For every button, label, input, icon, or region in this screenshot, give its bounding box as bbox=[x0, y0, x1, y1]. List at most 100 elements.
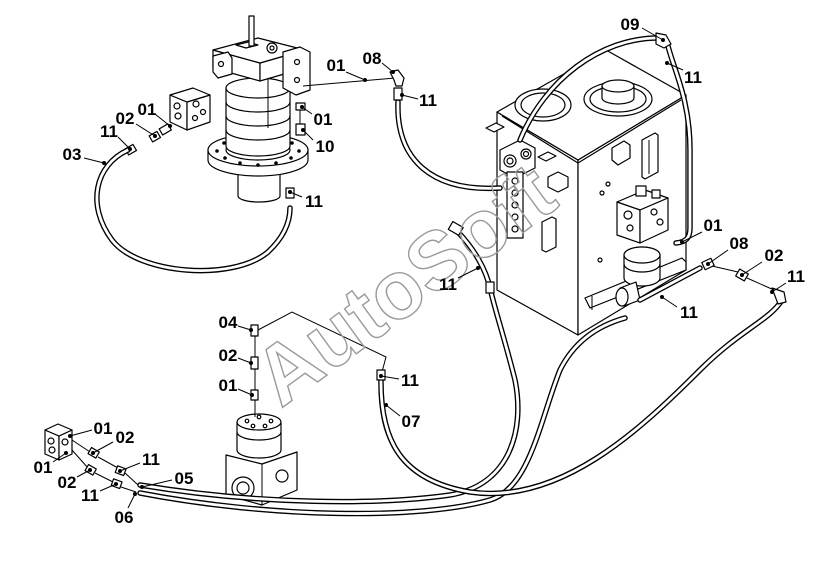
leader-line bbox=[707, 249, 729, 265]
callout-label: 11 bbox=[684, 68, 702, 87]
control-valve bbox=[616, 185, 669, 244]
callout-label: 05 bbox=[175, 469, 194, 488]
port-block bbox=[499, 139, 536, 179]
leader-line bbox=[141, 479, 173, 488]
rotary-motor bbox=[225, 400, 298, 506]
callout-labels: 09 11 01 08 11 01 10 11 01 02 11 03 01 0… bbox=[34, 15, 805, 527]
leader-dot bbox=[64, 451, 68, 455]
callout-label: 01 bbox=[327, 56, 346, 75]
leader-line bbox=[641, 27, 664, 41]
callout-label: 01 bbox=[314, 110, 333, 129]
leader-dot bbox=[661, 38, 665, 42]
callout-label: 06 bbox=[115, 508, 134, 527]
swivel-joint bbox=[207, 15, 311, 203]
leader-dot bbox=[706, 262, 710, 266]
leader-dot bbox=[288, 190, 292, 194]
leader-dot bbox=[400, 93, 404, 97]
leader-line bbox=[380, 375, 400, 380]
leader-dot bbox=[680, 240, 684, 244]
leader-dot bbox=[128, 147, 132, 151]
junction-block bbox=[44, 423, 139, 493]
leader-line bbox=[771, 282, 787, 293]
leader-dot bbox=[300, 105, 304, 109]
callout-label: 04 bbox=[219, 313, 238, 332]
tank-lid bbox=[514, 88, 572, 122]
valve-block bbox=[124, 87, 211, 156]
leader-line bbox=[119, 462, 141, 472]
leader-line bbox=[666, 62, 684, 71]
callout-label: 02 bbox=[58, 473, 77, 492]
callout-label: 02 bbox=[116, 109, 135, 128]
leader-line bbox=[154, 113, 171, 127]
leader-line bbox=[52, 452, 67, 463]
leader-dot bbox=[168, 124, 172, 128]
leader-line bbox=[237, 357, 252, 364]
callout-label: 01 bbox=[219, 376, 238, 395]
leader-dot bbox=[665, 61, 669, 65]
callout-label: 11 bbox=[142, 450, 160, 469]
leader-line bbox=[301, 106, 313, 115]
callout-label: 08 bbox=[363, 49, 382, 68]
leader-line bbox=[681, 231, 703, 243]
callout-label: 02 bbox=[219, 346, 238, 365]
leader-dot bbox=[118, 469, 122, 473]
leader-dot bbox=[476, 266, 480, 270]
swivel-fittings bbox=[285, 77, 396, 199]
leader-line bbox=[92, 441, 114, 454]
leader-dot bbox=[363, 78, 367, 82]
callout-label: 11 bbox=[439, 275, 457, 294]
leader-dot bbox=[68, 434, 72, 438]
leader-dot bbox=[660, 295, 664, 299]
leader-line bbox=[457, 267, 479, 279]
filter-cap bbox=[583, 79, 653, 117]
leader-dot bbox=[770, 290, 774, 294]
leader-line bbox=[381, 62, 394, 73]
leader-dot bbox=[301, 128, 305, 132]
leader-line bbox=[237, 388, 253, 396]
leader-line bbox=[661, 296, 678, 308]
accumulator bbox=[615, 246, 661, 307]
callout-label: 01 bbox=[94, 419, 113, 438]
callout-label: 08 bbox=[730, 234, 749, 253]
leader-line bbox=[76, 469, 91, 478]
leader-line bbox=[135, 123, 156, 137]
callout-label: 02 bbox=[765, 246, 784, 265]
leader-line bbox=[69, 429, 93, 437]
callout-label: 11 bbox=[100, 122, 118, 141]
leader-dot bbox=[250, 393, 254, 397]
callout-label: 01 bbox=[138, 100, 157, 119]
callout-label: 03 bbox=[63, 145, 82, 164]
callout-label: 11 bbox=[401, 371, 419, 390]
callout-label: 11 bbox=[419, 91, 437, 110]
leader-dot bbox=[114, 482, 118, 486]
callout-label: 11 bbox=[81, 486, 99, 505]
leader-line bbox=[401, 94, 419, 100]
leader-line bbox=[741, 261, 763, 276]
leader-dot bbox=[249, 361, 253, 365]
leader-line bbox=[385, 404, 401, 417]
callout-label: 11 bbox=[787, 267, 805, 286]
leader-lines bbox=[52, 27, 787, 509]
leader-line bbox=[302, 129, 314, 141]
leader-dot bbox=[153, 134, 157, 138]
leader-dot bbox=[391, 70, 395, 74]
callout-label: 11 bbox=[305, 192, 323, 211]
leader-dot bbox=[91, 451, 95, 455]
callout-label: 07 bbox=[402, 412, 421, 431]
leader-dot bbox=[133, 492, 137, 496]
leader-line bbox=[83, 157, 105, 164]
leader-line bbox=[237, 325, 252, 331]
leader-dot bbox=[88, 468, 92, 472]
callout-label: 10 bbox=[316, 137, 335, 156]
leader-dot bbox=[140, 485, 144, 489]
callout-label: 01 bbox=[704, 216, 723, 235]
leader-dot bbox=[379, 374, 383, 378]
callout-label: 09 bbox=[621, 15, 640, 34]
fitting-column bbox=[506, 171, 524, 239]
leader-line bbox=[289, 191, 303, 198]
callout-label: 11 bbox=[680, 303, 698, 322]
leader-dot bbox=[249, 328, 253, 332]
callout-label: 02 bbox=[116, 428, 135, 447]
callout-label: 01 bbox=[34, 458, 53, 477]
